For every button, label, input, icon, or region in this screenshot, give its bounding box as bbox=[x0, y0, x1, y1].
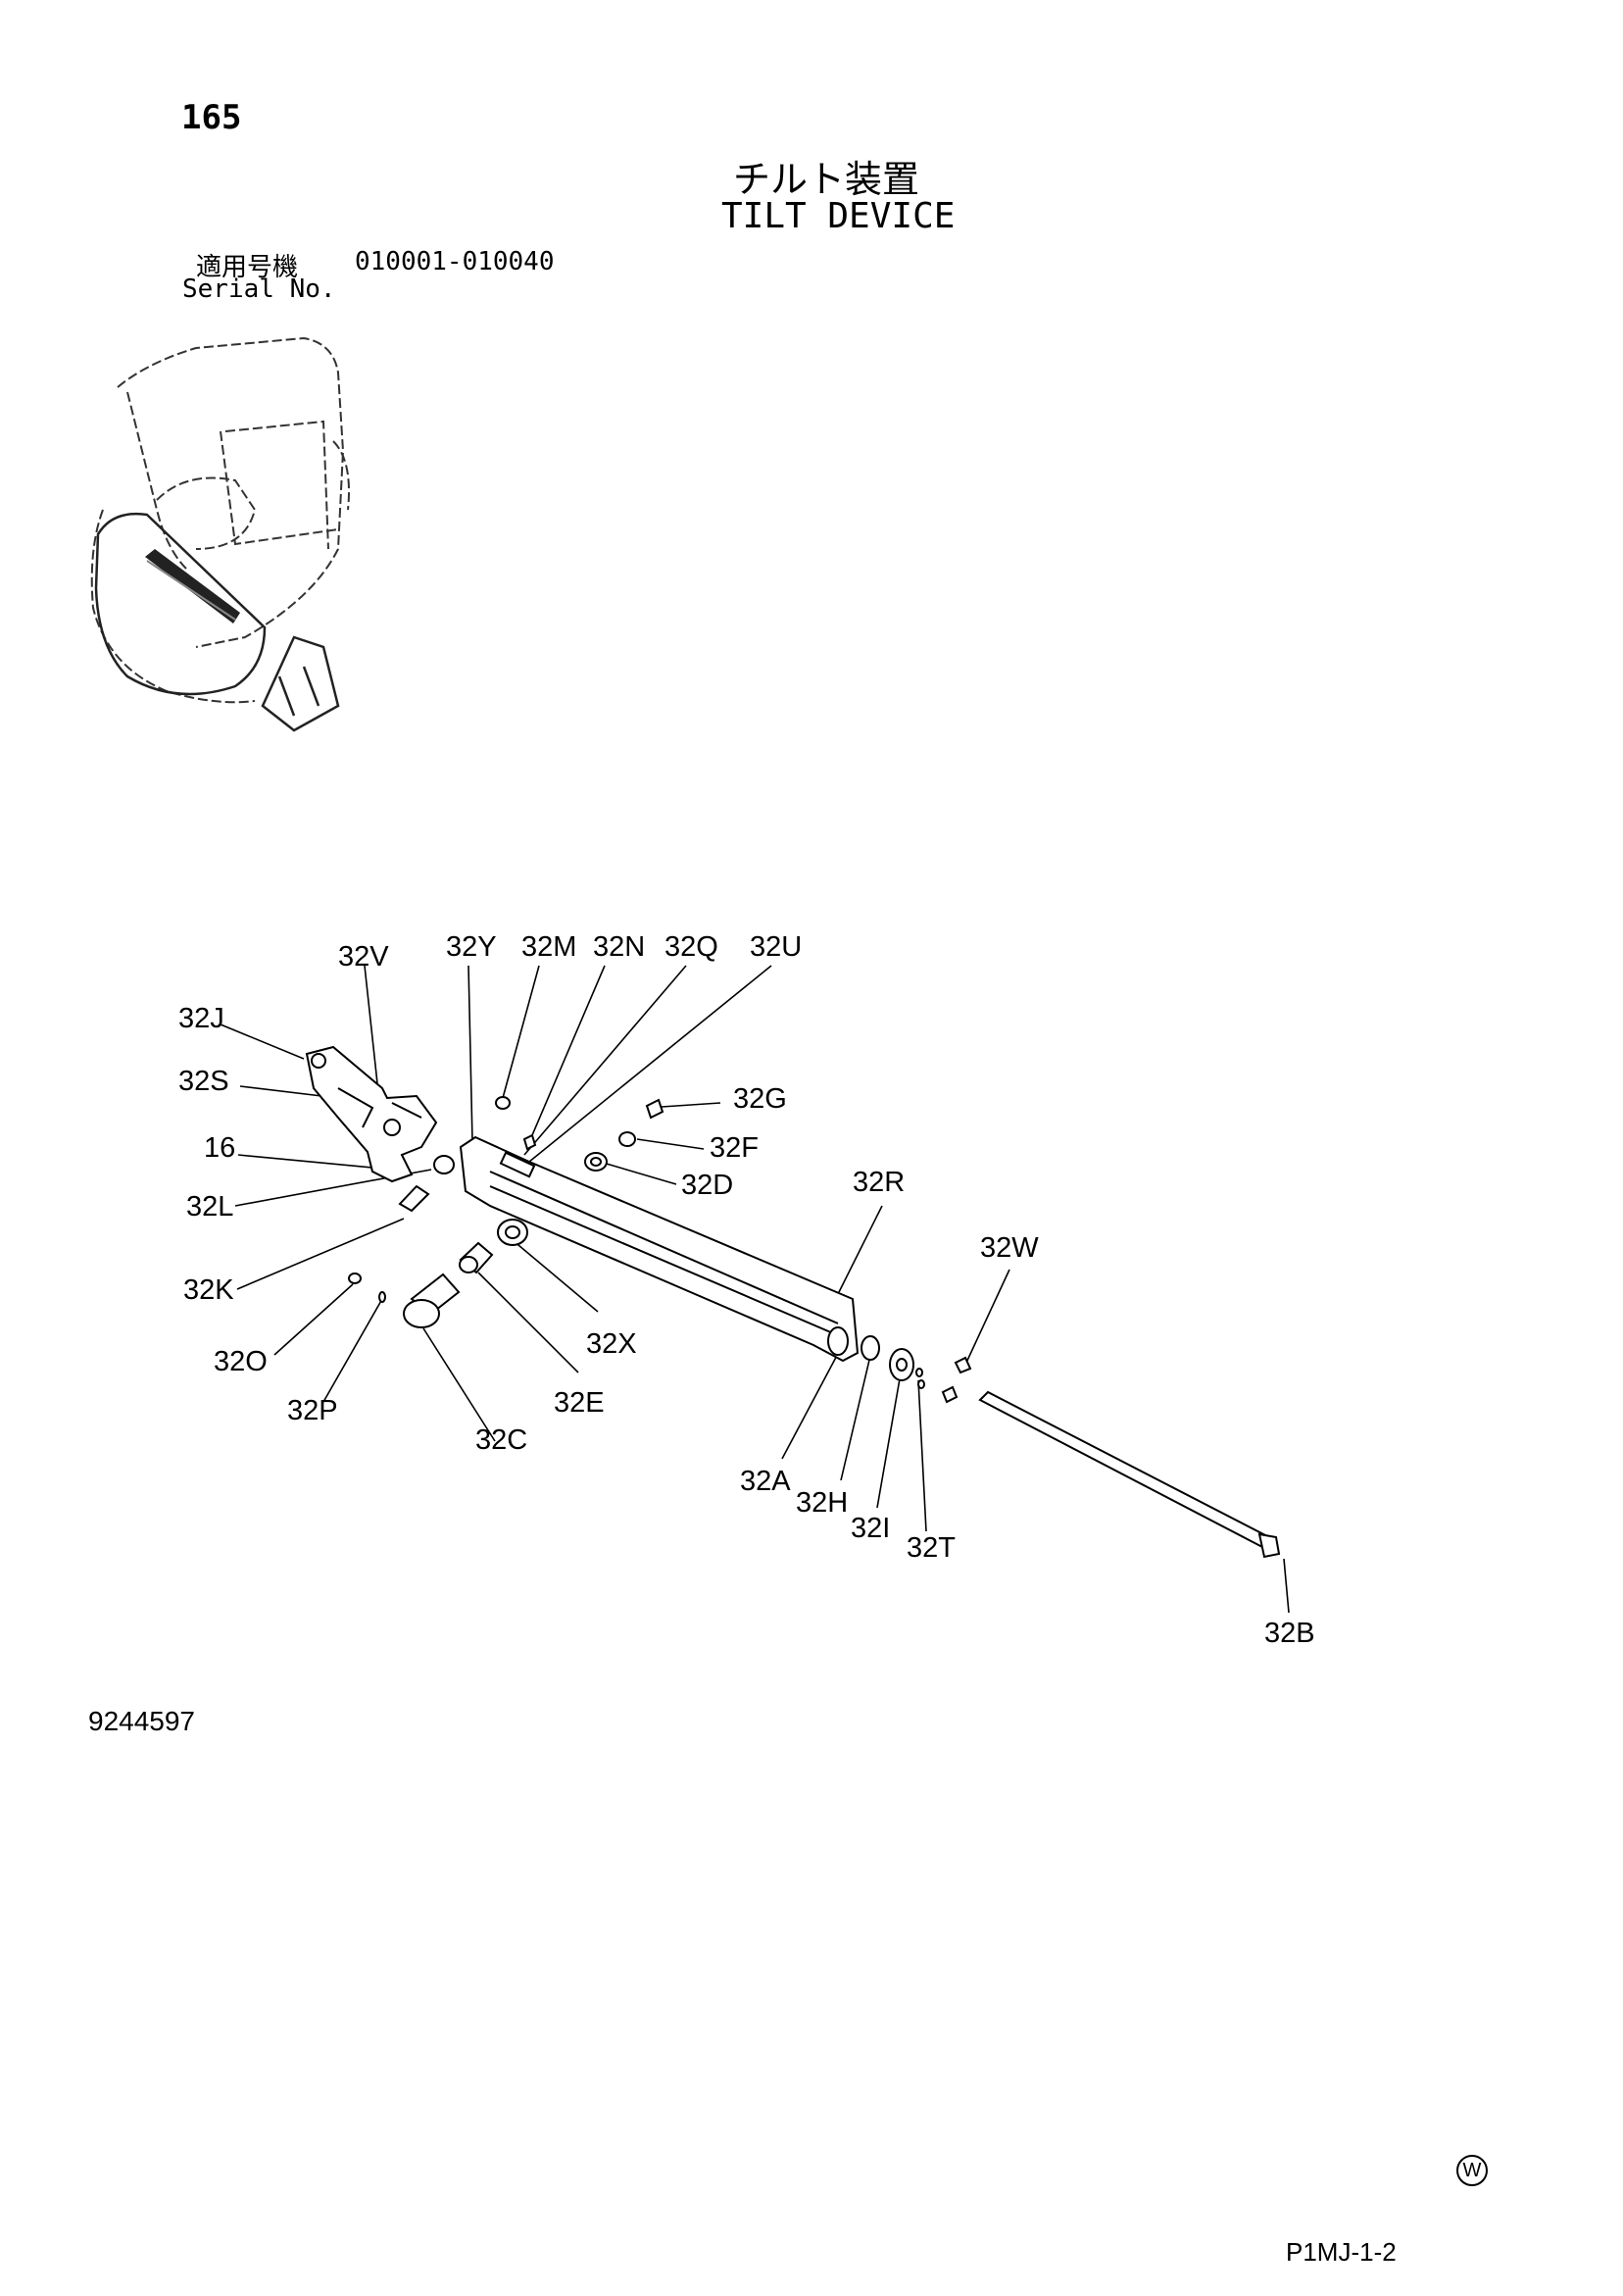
page-title-english: TILT DEVICE bbox=[721, 196, 956, 236]
drawing-number: 9244597 bbox=[88, 1706, 196, 1736]
callout-32N: 32N bbox=[593, 931, 645, 963]
callout-32W: 32W bbox=[980, 1232, 1039, 1264]
tilt-bracket bbox=[305, 1045, 438, 1183]
callout-32Y: 32Y bbox=[446, 931, 497, 963]
callout-32P: 32P bbox=[287, 1395, 338, 1426]
callout-32U: 32U bbox=[750, 931, 802, 963]
tilt-lever-arm bbox=[459, 1135, 860, 1363]
callout-32O: 32O bbox=[214, 1346, 268, 1377]
cab-locator-solid bbox=[94, 512, 340, 732]
callout-32V: 32V bbox=[338, 941, 389, 973]
serial-range: 010001-010040 bbox=[355, 247, 555, 276]
serial-label-english: Serial No. bbox=[182, 275, 336, 304]
tilt-rod bbox=[978, 1390, 1281, 1559]
page-number: 165 bbox=[181, 98, 242, 137]
callout-32E: 32E bbox=[554, 1387, 605, 1419]
callout-32J: 32J bbox=[178, 1003, 224, 1034]
small-parts bbox=[348, 1096, 664, 1328]
callout-32A: 32A bbox=[740, 1466, 791, 1497]
callout-32X: 32X bbox=[586, 1328, 637, 1360]
callout-32R: 32R bbox=[853, 1167, 905, 1198]
callout-32L: 32L bbox=[186, 1191, 233, 1223]
highlighted-tilt-lever bbox=[145, 549, 240, 624]
callout-32B: 32B bbox=[1264, 1618, 1315, 1649]
end-fittings bbox=[861, 1335, 972, 1404]
callout-16: 16 bbox=[204, 1132, 235, 1164]
w-mark-symbol: W bbox=[1456, 2155, 1488, 2186]
page-title-japanese: チルト装置 bbox=[733, 158, 920, 201]
callout-32M: 32M bbox=[521, 931, 576, 963]
callout-32T: 32T bbox=[907, 1532, 956, 1564]
cab-locator-illustration bbox=[90, 336, 350, 704]
callout-32G: 32G bbox=[733, 1083, 787, 1115]
callout-32C: 32C bbox=[475, 1424, 527, 1456]
callout-32K: 32K bbox=[183, 1274, 234, 1306]
page-code: P1MJ-1-2 bbox=[1286, 2237, 1397, 2267]
callout-32D: 32D bbox=[681, 1170, 733, 1201]
callout-labels: 32V 32Y 32M 32N 32Q 32U 32J 32S 16 32G 3… bbox=[178, 931, 1315, 1649]
leader-lines bbox=[220, 965, 1290, 1614]
callout-32F: 32F bbox=[710, 1132, 759, 1164]
callout-32H: 32H bbox=[796, 1487, 848, 1519]
callout-32I: 32I bbox=[851, 1513, 890, 1544]
serial-label-japanese: 適用号機 bbox=[196, 253, 299, 282]
callout-32Q: 32Q bbox=[664, 931, 718, 963]
callout-32S: 32S bbox=[178, 1066, 229, 1097]
